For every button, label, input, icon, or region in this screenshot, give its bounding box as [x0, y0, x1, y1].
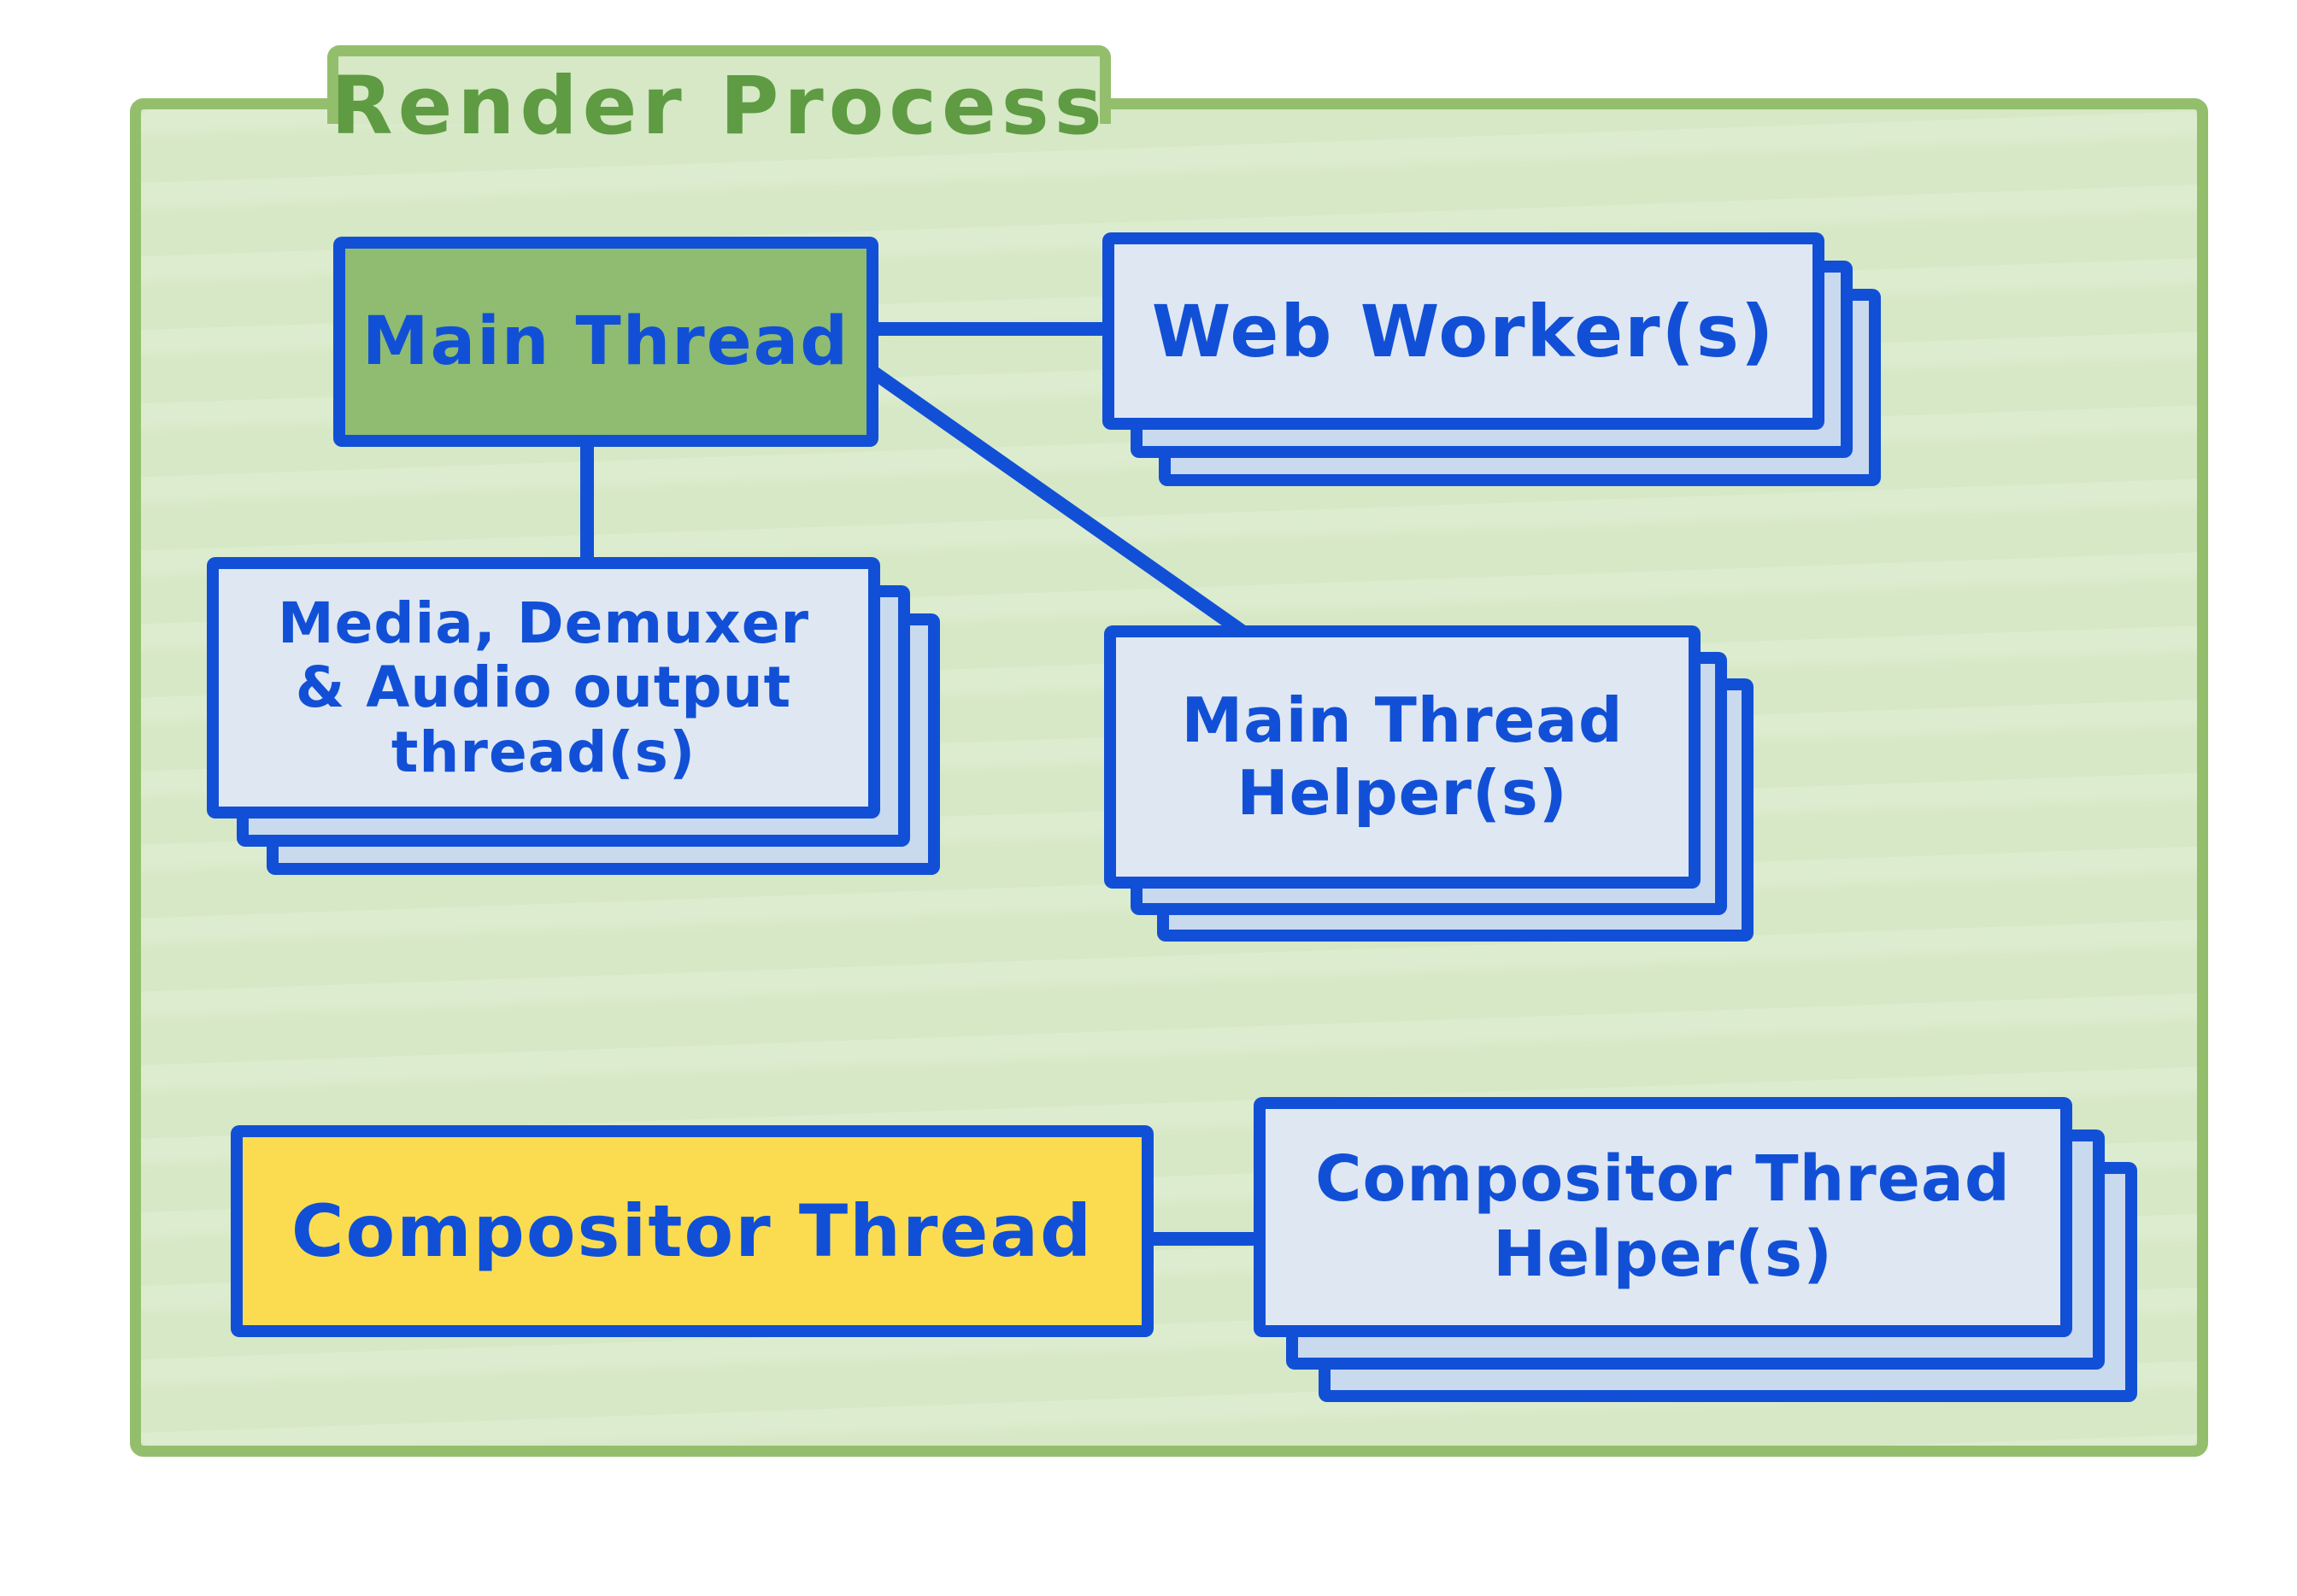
node-main-thread-label: Main Thread: [361, 303, 850, 380]
node-web-workers: Web Worker(s): [1102, 232, 1824, 430]
node-main-thread-helpers-label-line1: Main Thread: [1181, 684, 1624, 757]
node-compositor-thread-helpers-label-line2: Helper(s): [1493, 1217, 1833, 1291]
node-main-thread: Main Thread: [333, 237, 878, 447]
node-compositor-thread-helpers-label-line1: Compositor Thread: [1315, 1142, 2011, 1217]
node-media-label-line2: & Audio output: [295, 654, 792, 721]
node-compositor-thread: Compositor Thread: [231, 1125, 1154, 1337]
node-main-thread-helpers-label-line2: Helper(s): [1237, 757, 1568, 829]
page-title: Render Process: [331, 59, 1107, 153]
render-process-tab: [327, 45, 1111, 124]
node-compositor-thread-label: Compositor Thread: [291, 1189, 1094, 1273]
node-compositor-thread-helpers: Compositor Thread Helper(s): [1254, 1097, 2072, 1337]
edge-compositor-to-compositor-helpers: [1145, 1232, 1260, 1246]
node-media-demuxer-audio: Media, Demuxer & Audio output thread(s): [207, 557, 880, 819]
node-main-thread-helpers: Main Thread Helper(s): [1104, 625, 1701, 889]
edge-main-thread-to-media: [580, 436, 594, 566]
node-media-label-line3: thread(s): [391, 719, 696, 785]
node-media-label-line1: Media, Demuxer: [277, 590, 810, 657]
edge-main-thread-to-web-workers: [870, 322, 1111, 336]
node-web-workers-label: Web Worker(s): [1151, 289, 1776, 373]
